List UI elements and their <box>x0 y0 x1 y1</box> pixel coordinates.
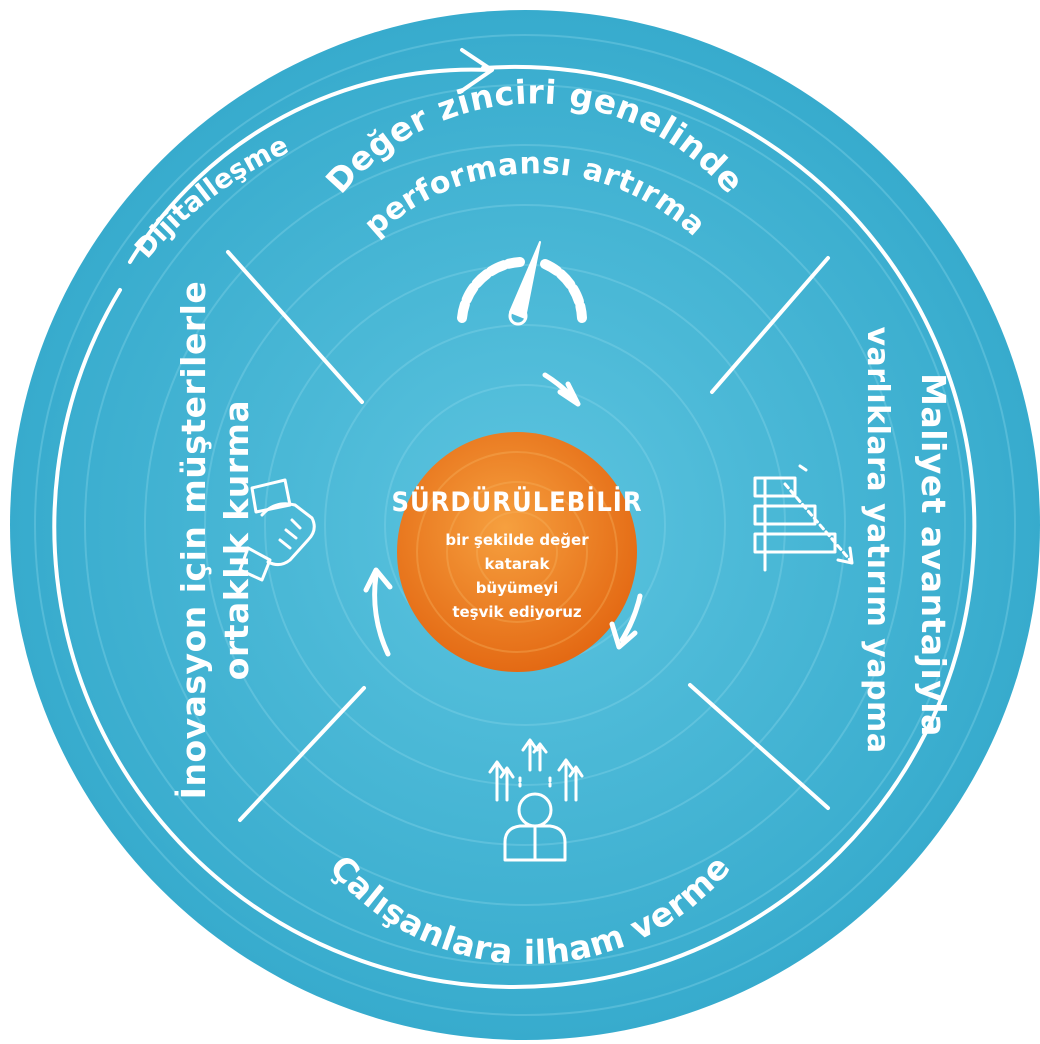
segment-dividers <box>226 250 830 822</box>
center-line-3: büyümeyi <box>476 579 559 597</box>
center-circle <box>397 432 637 672</box>
cycle-arrows <box>363 372 643 657</box>
center-texture <box>416 451 618 653</box>
arc-arrow-line <box>128 67 492 264</box>
arc-arrow-head <box>458 48 494 94</box>
center-line-1: bir şekilde değer <box>445 531 589 549</box>
center-line-2: katarak <box>485 555 551 573</box>
speedometer-icon <box>457 241 587 326</box>
center-line-4: teşvik ediyoruz <box>452 603 582 621</box>
disk-texture <box>34 34 1016 1016</box>
outer-ring <box>52 64 977 989</box>
left-segment-line-1: İnovasyon için müşterilerle <box>173 281 213 800</box>
employee-growth-icon <box>488 738 584 862</box>
center-title: SÜRDÜRÜLEBİLİR <box>391 485 642 518</box>
declining-bar-chart-icon <box>753 464 854 572</box>
left-segment-line-2: ortaklık kurma <box>217 400 256 680</box>
right-segment-line-1: Maliyet avantajıyla <box>914 373 953 737</box>
right-segment-line-2: varlıklara yatırım yapma <box>860 326 895 753</box>
handshake-icon <box>238 478 316 582</box>
